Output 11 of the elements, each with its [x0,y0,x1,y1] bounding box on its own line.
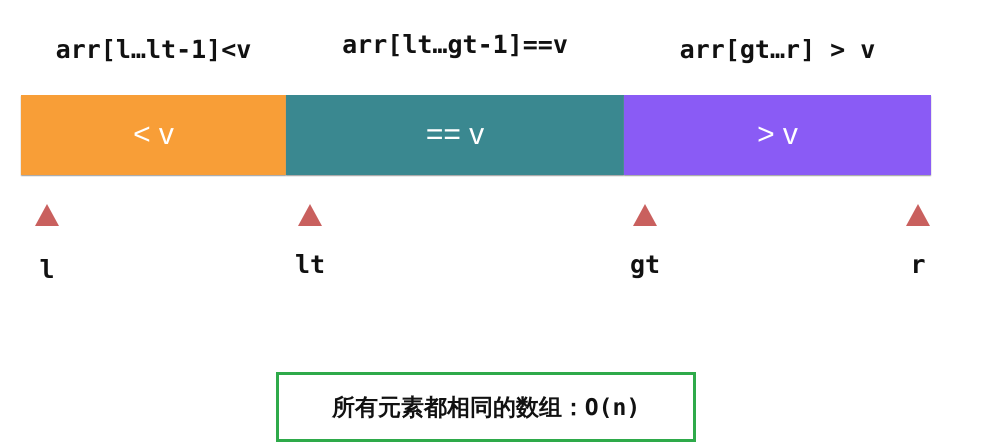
pointer-label: l [39,255,55,284]
segment-heading: arr[l…lt-1]<v [54,35,252,64]
array-segment: == v [286,95,624,175]
pointer-label: lt [294,250,326,279]
result-box: 所有元素都相同的数组：O(n) [276,372,696,442]
pointer-label: gt [630,250,660,279]
array-segment: > v [624,95,931,175]
segment-heading: arr[gt…r] > v [678,35,876,64]
segment-heading: arr[lt…gt-1]==v [341,30,569,59]
array-segment: < v [21,95,286,175]
pointer-label: r [910,250,926,279]
